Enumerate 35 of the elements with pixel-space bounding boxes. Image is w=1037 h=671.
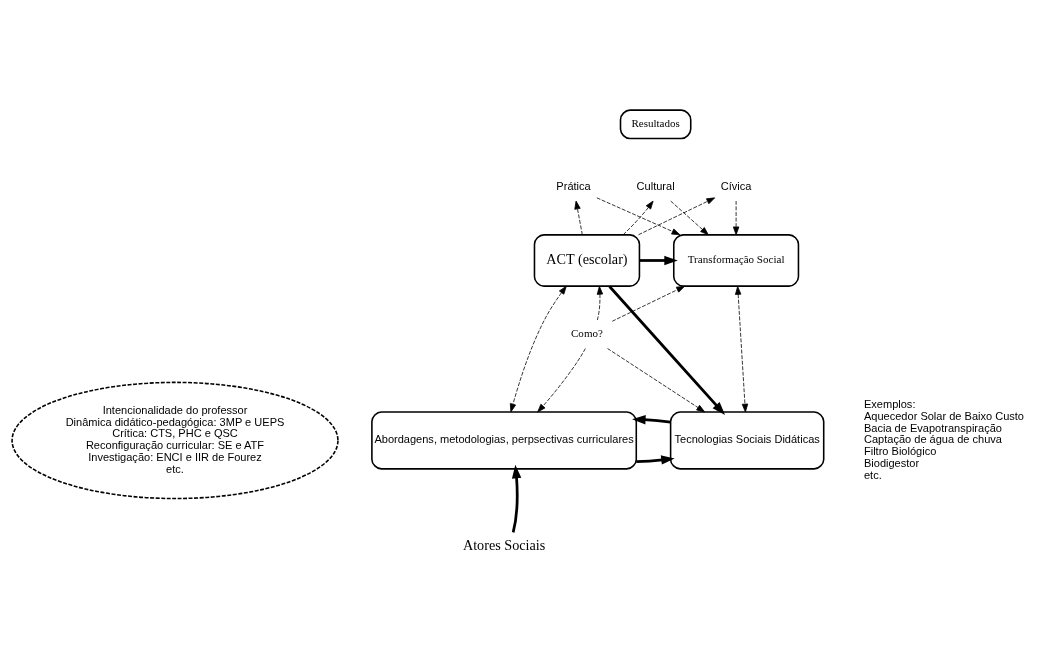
arrow: [622, 200, 654, 236]
node-box: Tecnologias Sociais Didáticas: [669, 411, 825, 470]
arrow: [596, 285, 604, 321]
node-text: Atores Sociais: [462, 537, 546, 554]
label: Biodigestor: [863, 457, 920, 470]
arrow: [735, 286, 749, 413]
node-box: ACT (escolar): [533, 234, 641, 287]
label: Bacia de Evapotranspiração: [863, 421, 1002, 434]
arrow: [732, 200, 740, 236]
label: etc.: [863, 468, 882, 481]
arrow: [509, 285, 567, 413]
node-text: Prática: [556, 179, 591, 192]
node-text: Cultural: [636, 179, 675, 192]
arrow: [574, 200, 583, 236]
node-box: Resultados: [619, 109, 692, 140]
arrow: [607, 348, 706, 413]
arrow: [537, 348, 586, 413]
arrow: [639, 255, 678, 266]
node-text: Como?: [571, 327, 603, 340]
label: Aquecedor Solar de Baixo Custo: [863, 409, 1025, 422]
node-box: Transformação Social: [672, 234, 800, 287]
label: Exemplos:: [863, 397, 916, 410]
node-text: Cívica: [720, 179, 752, 192]
label: Filtro Biológico: [863, 445, 937, 458]
arrow: [611, 285, 685, 322]
node-box: Abordagens, metodologias, perpsectivas curriculares: [371, 411, 638, 470]
arrow: [636, 455, 675, 465]
arrow: [638, 197, 716, 236]
arrow: [511, 464, 522, 533]
arrow: [608, 285, 726, 416]
node-ellipse: Intencionalidade do professor Dinâmica didático-pedagógica: 3MP e UEPS Crítica: CTS, PHC e QSC Reconfiguração curricular: SE e ATF Investigação: ENCI e IIR de Fourez etc.: [11, 381, 339, 500]
arrow: [596, 197, 681, 236]
label: Captação de água de chuva: [863, 433, 1002, 446]
arrow: [632, 415, 671, 425]
arrow: [670, 200, 709, 236]
